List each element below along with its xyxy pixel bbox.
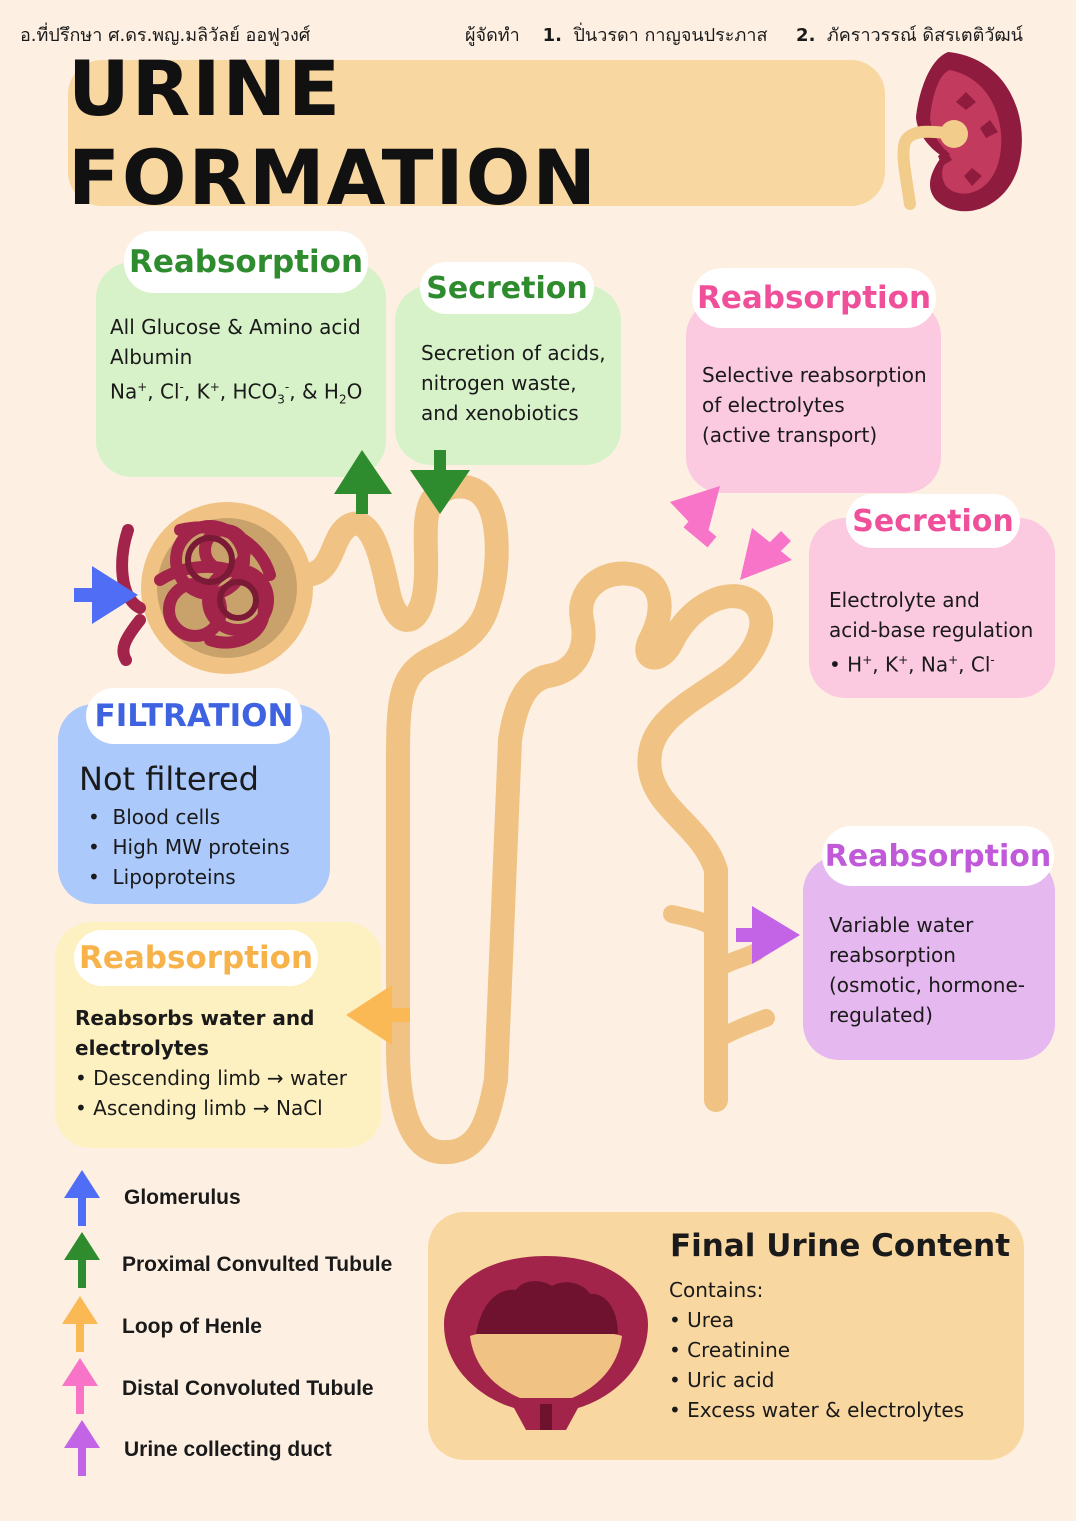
filtration-subheading: Not filtered (79, 760, 259, 798)
dct-reabsorption-box (686, 300, 941, 493)
dct-reabsorption-line: Selective reabsorption (702, 363, 927, 387)
legend-label-dct: Distal Convoluted Tubule (122, 1377, 374, 1400)
pct-reabsorption-heading: Reabsorption (124, 231, 368, 293)
dct-reabsorption-text: Selective reabsorption of electrolytes (… (702, 360, 927, 450)
filtration-item: • High MW proteins (88, 835, 290, 859)
duct-reabsorption-arrow-icon (736, 906, 800, 964)
duct-line: reabsorption (829, 943, 956, 967)
final-urine-list: Contains: • Urea • Creatinine • Uric aci… (669, 1275, 964, 1425)
advisor-credit: อ.ที่ปรึกษา ศ.ดร.พญ.มลิวัลย์ ออฟูวงศ์ (20, 25, 311, 46)
legend-label-duct: Urine collecting duct (124, 1438, 332, 1461)
pct-reabsorption-arrow-icon (334, 450, 392, 514)
duct-reabsorption-heading: Reabsorption (822, 826, 1054, 886)
duct-reabsorption-box (803, 856, 1055, 1060)
bladder-icon (444, 1256, 648, 1430)
final-contains-label: Contains: (669, 1278, 764, 1302)
filtration-item: • Lipoproteins (88, 865, 236, 889)
loop-reabsorption-arrow-icon (346, 985, 410, 1045)
author1-name: ปิ่นวรดา กาญจนประภาส (573, 25, 768, 46)
loop-bold-line: Reabsorbs water and (75, 1006, 315, 1030)
filtration-heading: FILTRATION (86, 688, 302, 744)
pct-reabsorption-text: All Glucose & Amino acid Albumin Na+, Cl… (110, 312, 362, 415)
title-banner (68, 60, 885, 206)
glomerulus-arrow-icon (74, 566, 138, 624)
dct-reabsorption-line: (active transport) (702, 423, 878, 447)
loop-item: • Ascending limb → NaCl (75, 1096, 323, 1120)
legend-arrows (62, 1170, 100, 1476)
loop-bold-line: electrolytes (75, 1036, 209, 1060)
loop-reabsorption-heading: Reabsorption (74, 930, 318, 986)
pct-reabsorption-line: All Glucose & Amino acid (110, 315, 361, 339)
authors-label: ผู้จัดทำ (465, 25, 520, 46)
pct-reabsorption-line: Albumin (110, 345, 193, 369)
legend-label-pct: Proximal Convulted Tubule (122, 1253, 393, 1276)
pct-secretion-heading: Secretion (420, 262, 594, 314)
pct-reabsorption-box (96, 262, 386, 477)
dct-reabsorption-heading: Reabsorption (692, 268, 936, 328)
final-urine-title: Final Urine Content (670, 1228, 1011, 1264)
dct-secretion-line: Electrolyte and (829, 588, 980, 612)
pct-ion-line: Na+, Cl-, K+, HCO3-, & H2O (110, 379, 363, 407)
dct-ion-line: • H+, K+, Na+, Cl- (829, 652, 995, 677)
author1-number: 1. (542, 25, 563, 46)
final-item: • Urea (669, 1308, 735, 1332)
legend-label-glomerulus: Glomerulus (124, 1186, 241, 1209)
dct-secretion-heading: Secretion (846, 494, 1020, 548)
legend-label-loop: Loop of Henle (122, 1315, 262, 1338)
final-item: • Excess water & electrolytes (669, 1398, 965, 1422)
dct-secretion-line: acid-base regulation (829, 618, 1034, 642)
dct-reabsorption-arrow-icon (670, 486, 720, 548)
loop-item: • Descending limb → water (75, 1066, 347, 1090)
filtration-list: • Blood cells • High MW proteins • Lipop… (88, 802, 290, 892)
duct-line: regulated) (829, 1003, 933, 1027)
dct-secretion-arrow-icon (740, 528, 792, 580)
pct-secretion-line: nitrogen waste, (421, 371, 577, 395)
duct-line: Variable water (829, 913, 974, 937)
pct-secretion-box (395, 285, 621, 465)
nephron-tubule (293, 474, 775, 1165)
loop-reabsorption-text: Reabsorbs water and electrolytes • Desce… (75, 1003, 347, 1123)
final-item: • Creatinine (669, 1338, 791, 1362)
glomerulus-icon (116, 502, 313, 674)
pct-secretion-text: Secretion of acids, nitrogen waste, and … (421, 338, 606, 428)
author2-name: ภัคราวรรณ์ ดิสรเตติวัฒน์ (826, 25, 1023, 46)
pct-secretion-line: Secretion of acids, (421, 341, 606, 365)
dct-secretion-box (809, 518, 1055, 698)
duct-reabsorption-text: Variable water reabsorption (osmotic, ho… (829, 910, 1025, 1030)
filtration-item: • Blood cells (88, 805, 221, 829)
pct-secretion-arrow-icon (410, 450, 470, 514)
pct-secretion-line: and xenobiotics (421, 401, 579, 425)
final-item: • Uric acid (669, 1368, 775, 1392)
dct-reabsorption-line: of electrolytes (702, 393, 845, 417)
dct-secretion-text: Electrolyte and acid-base regulation • H… (829, 585, 1033, 680)
authors-credit: ผู้จัดทำ 1. ปิ่นวรดา กาญจนประภาส 2. ภัคร… (465, 20, 1023, 49)
author2-number: 2. (796, 25, 816, 46)
kidney-icon (897, 52, 1022, 212)
duct-line: (osmotic, hormone- (829, 973, 1025, 997)
